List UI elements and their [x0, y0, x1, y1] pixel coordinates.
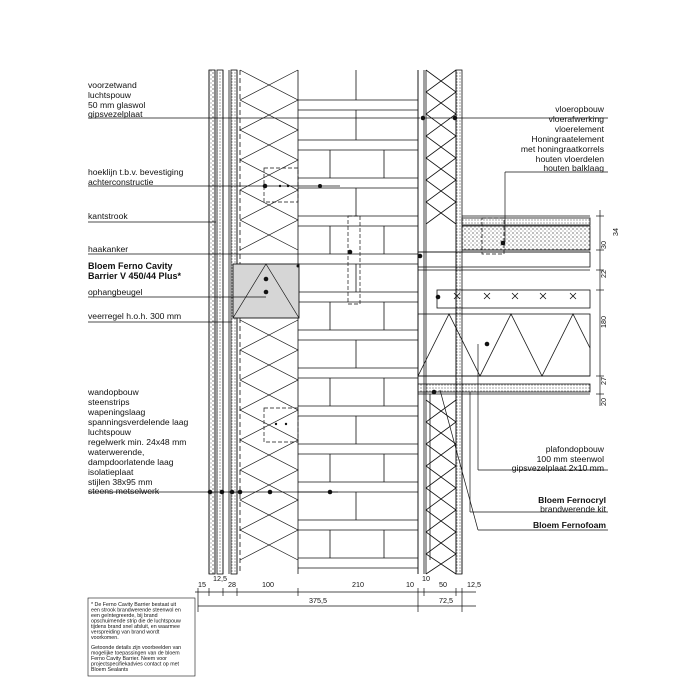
dim-total-72-5: 72,5 [439, 596, 453, 605]
dim-right-labels: 34 30 22 180 27 20 [599, 228, 620, 406]
barrier-diagonal-1 [232, 263, 267, 319]
footnote-line: een strook brandwerende steenwol en [91, 608, 181, 614]
dim-28: 28 [228, 580, 236, 589]
label-regelwerk: regelwerk min. 24x48 mm [88, 437, 186, 447]
footnote-line: verspreiding van brand wordt [91, 630, 160, 636]
footnote-line: projectspecifiekadvies contact op met [91, 662, 180, 668]
dim-10-b: 10 [422, 574, 430, 583]
vloerafwerking [461, 217, 591, 226]
label-honingraatkorrels: met honingraatkorrels [521, 144, 604, 154]
label-isolatieplaat: isolatieplaat [88, 467, 134, 477]
label-fernofoam: Bloem Fernofoam [533, 520, 606, 530]
dim-total-375-5: 375,5 [309, 596, 327, 605]
label-luchtspouw: luchtspouw [88, 90, 132, 100]
dim-15: 15 [198, 580, 206, 589]
dim-10-a: 10 [406, 580, 414, 589]
label-achterconstructie: achterconstructie [88, 177, 154, 187]
dim-right-34: 34 [611, 228, 620, 236]
barrier-diagonal-2 [265, 263, 300, 319]
label-spanningsverdelende: spanningsverdelende laag [88, 417, 189, 427]
label-brandwerende-kit: brandwerende kit [540, 504, 607, 514]
dim-bottom-labels: 15 12,5 28 100 210 10 10 50 12,5 375,5 7… [198, 574, 481, 605]
label-gipsvezelplaat-2x10: gipsvezelplaat 2x10 mm [512, 463, 604, 473]
label-luchtspouw-2: luchtspouw [88, 427, 132, 437]
dim-210: 210 [352, 580, 364, 589]
footnote-line: mogelijke toepassingen van de bloem [91, 651, 180, 657]
labels-right: vloeropbouw vloerafwerking vloerelement … [512, 104, 607, 530]
label-vloerafwerking: vloerafwerking [549, 114, 605, 124]
label-balklaag: houten balklaag [543, 163, 604, 173]
footnote-line: voorkomen. [91, 635, 119, 641]
dim-right-27: 27 [599, 377, 608, 385]
plafond-gipsvezelplaat [417, 383, 591, 393]
footnote-line: * De Ferno Cavity Barrier bestaat uit [91, 602, 177, 608]
label-haakanker: haakanker [88, 244, 128, 254]
dimensions-bottom [195, 588, 476, 612]
label-ophangbeugel: ophangbeugel [88, 287, 143, 297]
dim-12-5-a: 12,5 [213, 574, 227, 583]
x-marks [453, 292, 577, 300]
label-vloerelement: vloerelement [555, 124, 605, 134]
footnote-line: een geïntegreerde, bij brand [91, 613, 158, 619]
dim-right-20: 20 [599, 398, 608, 406]
label-hoeklijn: hoeklijn t.b.v. bevestiging [88, 167, 184, 177]
label-wapeningslaag: wapeningslaag [87, 407, 146, 417]
label-cavity-barrier-2: Barrier V 450/44 Plus* [88, 271, 182, 281]
dimensions-right [596, 210, 604, 406]
label-glaswol: 50 mm glaswol [88, 100, 145, 110]
honingraatelement [461, 225, 591, 251]
label-dampdoorlatende: dampdoorlatende laag [88, 457, 174, 467]
label-steenwol: 100 mm steenwol [537, 454, 604, 464]
footnote-line: Bloem Sealants [91, 667, 128, 673]
label-vloerdelen: houten vloerdelen [536, 154, 605, 164]
leader-lines [88, 117, 608, 531]
label-veerregel: veerregel h.o.h. 300 mm [88, 311, 181, 321]
dim-right-22: 22 [599, 270, 608, 278]
label-cavity-barrier-1: Bloem Ferno Cavity [88, 261, 173, 271]
label-steenstrips: steenstrips [88, 397, 130, 407]
label-metselwerk: steens metselwerk [88, 486, 160, 496]
label-honingraatelement: Honingraatelement [531, 134, 604, 144]
footnote-line: opschuimende strip die de luchtspouw [91, 619, 181, 625]
labels-left: voorzetwand luchtspouw 50 mm glaswol gip… [87, 80, 189, 496]
label-vloeropbouw: vloeropbouw [555, 104, 605, 114]
gipsvezelplaat [455, 69, 463, 575]
footnote-box [87, 597, 196, 677]
steens-metselwerk [298, 70, 418, 569]
dim-right-180: 180 [599, 316, 608, 328]
footnote-line: tijdens brand snel afsluit, en waarmee [91, 624, 180, 630]
dim-12-5-b: 12,5 [467, 580, 481, 589]
voorzetwand [417, 69, 463, 575]
label-plafondopbouw: plafondopbouw [546, 444, 605, 454]
fixing-nodes [207, 115, 506, 495]
balk [417, 313, 591, 377]
dim-100: 100 [262, 580, 274, 589]
footnote-text: * De Ferno Cavity Barrier bestaat uit ee… [91, 602, 181, 673]
wall-section [208, 69, 419, 575]
label-voorzetwand: voorzetwand [88, 80, 137, 90]
label-fernocryl: Bloem Fernocryl [538, 495, 606, 505]
dashed-brackets [263, 167, 505, 443]
label-stijlen: stijlen 38x95 mm [88, 477, 152, 487]
dim-50: 50 [439, 580, 447, 589]
label-wandopbouw: wandopbouw [87, 387, 139, 397]
dim-right-30: 30 [599, 241, 608, 249]
houten-vloerdelen [417, 251, 591, 268]
footnote-line: Ferno Cavity Barrier. Neem voor [91, 656, 167, 662]
footnote-line: Getoonde details zijn voorbeelden van [91, 645, 181, 651]
label-gipsvezelplaat: gipsvezelplaat [88, 109, 143, 119]
label-waterwerende: waterwerende, [87, 447, 144, 457]
label-kantstrook: kantstrook [88, 211, 128, 221]
